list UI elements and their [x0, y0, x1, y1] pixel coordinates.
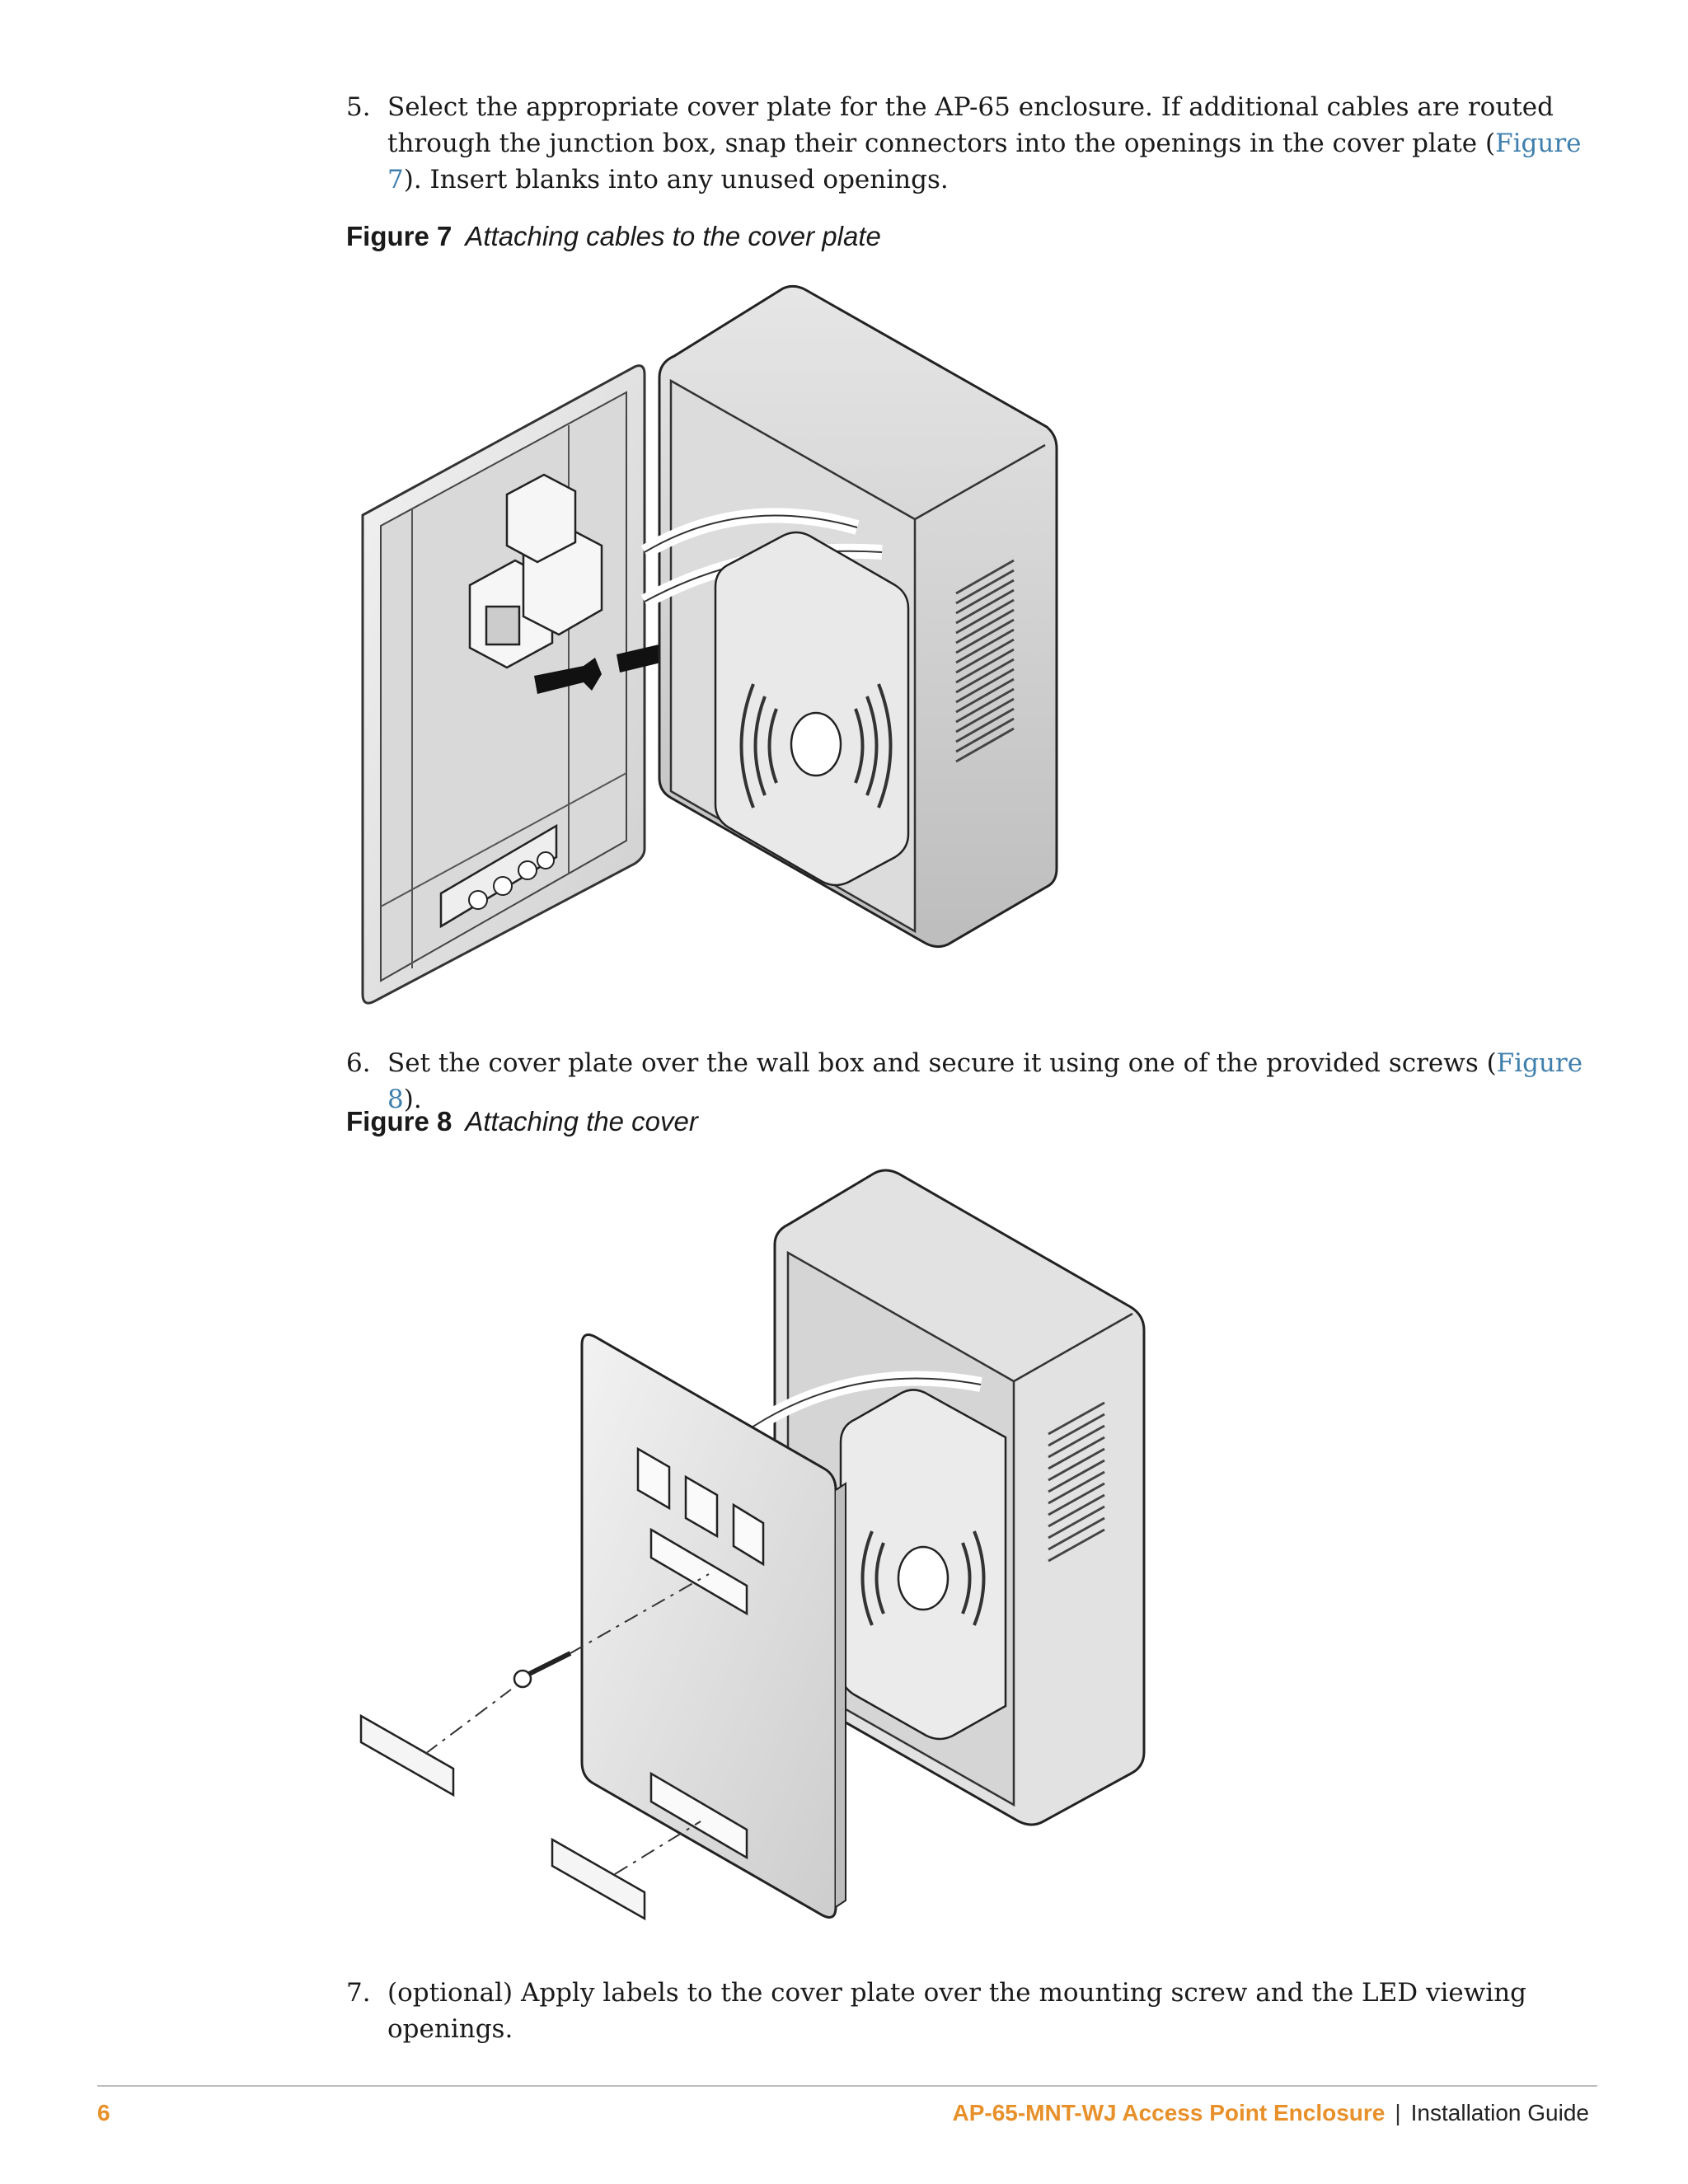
figure-label: Figure 8 — [346, 1106, 452, 1137]
figure-label: Figure 7 — [346, 221, 452, 251]
step-text-pre: Select the appropriate cover plate for t… — [387, 92, 1554, 158]
figure-8-illustration — [359, 1169, 1146, 1921]
step-number: 5. — [346, 92, 371, 122]
footer-separator: | — [1395, 2100, 1401, 2125]
figure-8-caption: Figure 8 Attaching the cover — [346, 1106, 698, 1137]
step-text-post: ). Insert blanks into any unused opening… — [403, 165, 949, 194]
figure-title: Attaching the cover — [465, 1106, 698, 1137]
step-7: 7. (optional) Apply labels to the cover … — [346, 1975, 1599, 2047]
footer-divider — [97, 2085, 1597, 2087]
step-text: Set the cover plate over the wall box an… — [387, 1045, 1599, 1118]
figure-8-link[interactable]: Figure 8 — [387, 1048, 1583, 1114]
step-text: (optional) Apply labels to the cover pla… — [387, 1978, 1527, 2044]
figure-7-illustration — [361, 284, 1058, 1005]
footer-document-title: AP-65-MNT-WJ Access Point Enclosure | Inst… — [952, 2100, 1589, 2126]
step-number: 6. — [346, 1048, 371, 1078]
step-6: 6. Set the cover plate over the wall box… — [346, 1045, 1599, 1118]
footer-product-name: AP-65-MNT-WJ Access Point Enclosure — [952, 2100, 1386, 2125]
step-5: 5. Select the appropriate cover plate fo… — [346, 89, 1599, 198]
step-text: Select the appropriate cover plate for t… — [387, 89, 1599, 198]
footer-doc-type: Installation Guide — [1410, 2100, 1589, 2125]
step-number: 7. — [346, 1978, 371, 2008]
figure-7-link[interactable]: Figure 7 — [387, 129, 1582, 194]
step-text-post: ). — [403, 1085, 422, 1114]
figure-7-caption: Figure 7 Attaching cables to the cover pl… — [346, 221, 881, 252]
figure-title: Attaching cables to the cover plate — [465, 221, 881, 251]
step-text-pre: Set the cover plate over the wall box an… — [387, 1048, 1497, 1078]
page-number: 6 — [97, 2100, 110, 2125]
